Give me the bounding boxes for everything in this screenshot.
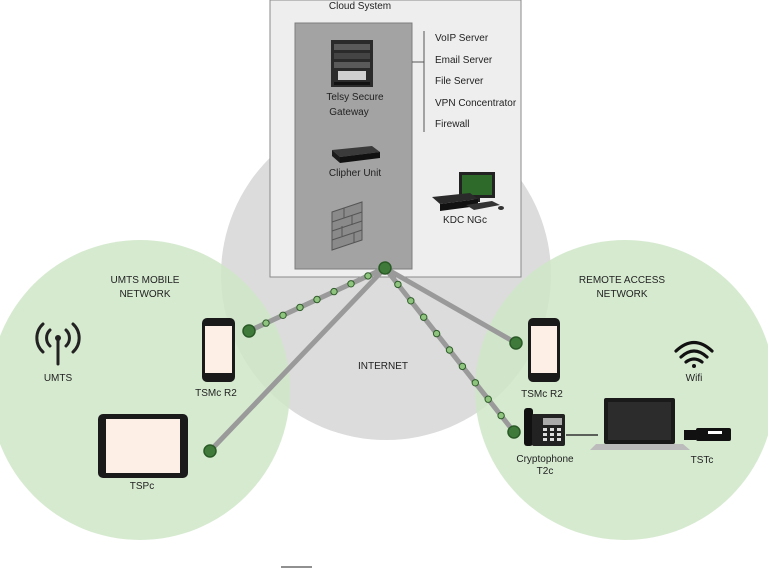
secure-dot — [471, 379, 479, 387]
cryptophone-label-line1: Cryptophone — [516, 454, 574, 465]
hub-node — [378, 261, 392, 275]
secure-dot — [279, 311, 287, 319]
secure-dot — [262, 319, 270, 327]
remote-network-title-line2: NETWORK — [596, 289, 648, 300]
tsmc-remote-label: TSMc R2 — [521, 389, 563, 400]
secure-dot — [407, 297, 415, 305]
umts-network-title-line1: UMTS MOBILE — [110, 275, 180, 286]
secure-dot — [497, 411, 505, 420]
tsmc-umts-node — [242, 324, 256, 338]
server-item: File Server — [435, 76, 484, 87]
secure-dot — [484, 395, 492, 403]
secure-gateway-icon — [331, 40, 373, 87]
secure-dot — [420, 313, 428, 321]
tspc-label: TSPc — [129, 481, 155, 492]
cryptophone-node — [507, 425, 521, 439]
remote-network-title-line1: REMOTE ACCESS — [578, 275, 666, 286]
tsmc-umts-label: TSMc R2 — [195, 388, 237, 399]
secure-dots-cryptophone — [394, 280, 505, 420]
gateway-label-line1: Telsy Secure — [326, 92, 384, 103]
cloud-system-title: Cloud System — [328, 1, 392, 12]
secure-dot — [394, 280, 402, 289]
umts-network-circle — [0, 240, 290, 540]
internet-label: INTERNET — [358, 361, 408, 372]
secure-dot — [458, 362, 467, 371]
firewall-icon — [331, 201, 363, 251]
secure-dot — [364, 272, 372, 280]
clipher-unit-label: Clipher Unit — [328, 168, 382, 179]
smartphone-umts-icon — [202, 318, 235, 382]
wifi-label: Wifi — [685, 373, 703, 384]
secure-dot — [347, 280, 355, 288]
cryptophone-label-line2: T2c — [536, 466, 554, 477]
secure-dots-tsmc-umts — [262, 272, 372, 327]
tstc-label: TSTc — [690, 455, 714, 466]
wifi-icon — [674, 340, 714, 368]
gateway-label-line2: Gateway — [329, 107, 369, 118]
tspc-node — [203, 444, 217, 458]
secure-dot — [313, 295, 321, 304]
umts-label: UMTS — [43, 373, 73, 384]
remote-network-circle — [475, 240, 768, 540]
clipher-unit-icon — [332, 146, 380, 163]
tsmc-remote-node — [509, 336, 523, 350]
laptop-icon — [590, 398, 690, 450]
secure-dot — [432, 329, 441, 338]
server-item: Email Server — [435, 55, 493, 66]
umts-antenna-icon — [35, 322, 81, 366]
server-bracket — [412, 31, 425, 132]
kdc-computer-icon — [432, 172, 504, 211]
tablet-icon — [98, 414, 188, 478]
secure-dot — [296, 303, 304, 312]
kdc-label: KDC NGc — [443, 215, 487, 226]
secure-dot — [445, 346, 454, 354]
secure-dot — [330, 287, 338, 296]
umts-network-title-line2: NETWORK — [119, 289, 171, 300]
server-item: VPN Concentrator — [435, 98, 517, 109]
cryptophone-icon — [524, 408, 565, 446]
usb-token-icon — [684, 428, 731, 441]
smartphone-remote-icon — [528, 318, 560, 382]
server-item: Firewall — [435, 119, 470, 130]
server-item: VoIP Server — [435, 33, 489, 44]
